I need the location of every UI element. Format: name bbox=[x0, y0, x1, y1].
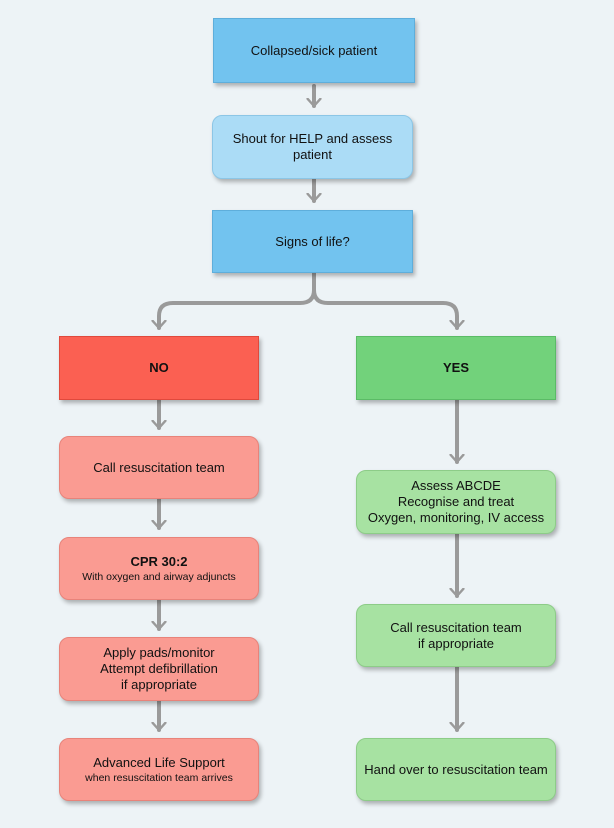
yes-call-line-1: Call resuscitation team bbox=[390, 619, 522, 635]
call-resus-team-if-appropriate-box: Call resuscitation team if appropriate bbox=[356, 604, 556, 667]
shout-line-2: patient bbox=[292, 147, 333, 162]
no-header-box: NO bbox=[59, 336, 259, 400]
advanced-life-support-box: Advanced Life Support when resuscitation… bbox=[59, 738, 259, 801]
als-subtitle: when resuscitation team arrives bbox=[85, 771, 233, 784]
call-resus-team-box: Call resuscitation team bbox=[59, 436, 259, 499]
call-resus-team-label: Call resuscitation team bbox=[93, 459, 225, 475]
shout-line-1: Shout for HELP and assess bbox=[232, 131, 393, 146]
als-title: Advanced Life Support bbox=[93, 754, 225, 770]
assess-line-2: Recognise and treat bbox=[397, 494, 515, 509]
assess-line-3: Oxygen, monitoring, IV access bbox=[367, 510, 545, 525]
hand-over-box: Hand over to resuscitation team bbox=[356, 738, 556, 801]
apply-pads-box: Apply pads/monitor Attempt defibrillatio… bbox=[59, 637, 259, 701]
assess-line-1: Assess ABCDE bbox=[411, 478, 501, 493]
collapsed-patient-label: Collapsed/sick patient bbox=[250, 42, 378, 58]
pads-line-1: Apply pads/monitor bbox=[103, 645, 215, 660]
no-label: NO bbox=[149, 360, 169, 375]
cpr-title: CPR 30:2 bbox=[130, 553, 188, 569]
arrow-signs-to-no bbox=[159, 271, 316, 330]
cpr-box: CPR 30:2 With oxygen and airway adjuncts bbox=[59, 537, 259, 600]
hand-over-label: Hand over to resuscitation team bbox=[364, 761, 548, 777]
yes-label: YES bbox=[442, 360, 469, 375]
collapsed-patient-box: Collapsed/sick patient bbox=[213, 18, 415, 83]
shout-for-help-box: Shout for HELP and assess patient bbox=[212, 115, 413, 179]
pads-line-2: Attempt defibrillation bbox=[100, 661, 218, 676]
signs-of-life-box: Signs of life? bbox=[212, 210, 413, 273]
pads-line-3: if appropriate bbox=[121, 677, 197, 692]
assess-abcde-box: Assess ABCDE Recognise and treat Oxygen,… bbox=[356, 470, 556, 534]
yes-call-line-2: if appropriate bbox=[418, 635, 494, 651]
cpr-subtitle: With oxygen and airway adjuncts bbox=[82, 570, 236, 583]
signs-of-life-label: Signs of life? bbox=[275, 233, 350, 249]
yes-header-box: YES bbox=[356, 336, 556, 400]
arrow-signs-to-yes bbox=[312, 288, 457, 330]
